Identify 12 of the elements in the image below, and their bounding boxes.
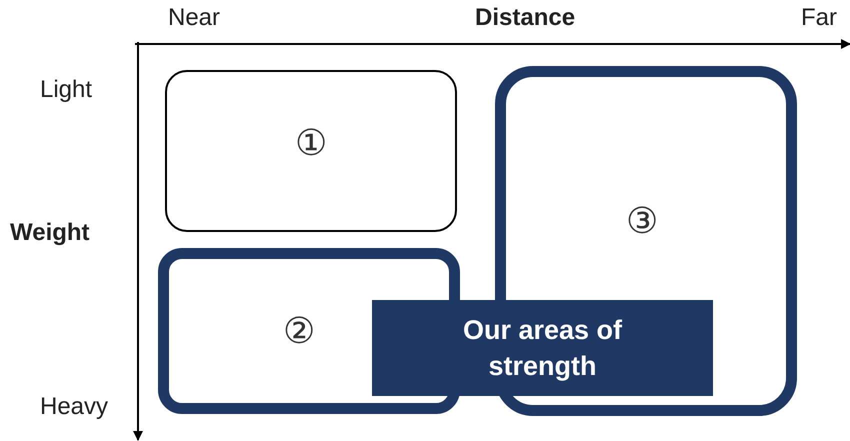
category-box	[165, 70, 457, 232]
axis-tick-label: Far	[801, 4, 837, 32]
circled-number: ②	[283, 308, 315, 353]
axis-tick-label: Heavy	[40, 393, 108, 421]
axis-title: Weight	[10, 219, 90, 247]
highlight-banner	[372, 300, 713, 396]
axis-tick-label: Near	[168, 4, 220, 32]
circled-number: ③	[626, 198, 658, 243]
axis-title: Distance	[475, 4, 576, 32]
axis-tick-label: Light	[40, 76, 92, 104]
circled-number: ①	[295, 120, 327, 165]
banner-text: Our areas of strength	[462, 314, 624, 383]
